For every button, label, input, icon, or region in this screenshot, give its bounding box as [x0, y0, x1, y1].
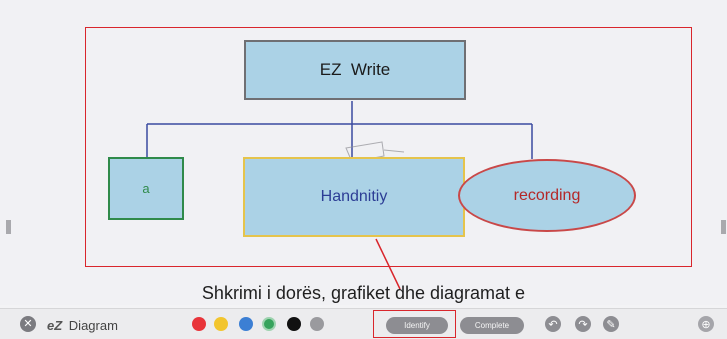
top-node[interactable]: EZ Write [244, 40, 466, 100]
drawing-canvas[interactable]: EZ Write a Handnitiy recording Shkrimi i… [0, 0, 727, 305]
color-yellow[interactable] [214, 317, 228, 331]
bottom-toolbar: ✕ eZ Diagram Identify Complete ↶ ↷ ✎ ⊕ [0, 308, 727, 339]
left-scroll-handle[interactable] [6, 220, 11, 234]
oval-node-label: recording [513, 186, 581, 204]
middle-node[interactable]: Handnitiy [243, 157, 465, 237]
complete-button[interactable]: Complete [460, 317, 524, 334]
right-scroll-handle[interactable] [721, 220, 726, 234]
subtitle-caption: Shkrimi i dorës, grafiket dhe diagramat … [201, 283, 526, 303]
redo-icon[interactable]: ↷ [575, 316, 591, 332]
color-gray[interactable] [310, 317, 324, 331]
oval-node[interactable]: recording [458, 159, 636, 232]
left-node[interactable]: a [108, 157, 184, 220]
globe-icon[interactable]: ⊕ [698, 316, 714, 332]
color-red[interactable] [192, 317, 206, 331]
color-blue[interactable] [239, 317, 253, 331]
annotation-pointer [375, 238, 401, 290]
top-node-label: EZ Write [319, 60, 391, 79]
app-name-label: Diagram [68, 318, 118, 333]
color-black[interactable] [287, 317, 301, 331]
left-node-label: a [142, 181, 150, 196]
middle-node-label: Handnitiy [320, 188, 388, 205]
close-icon[interactable]: ✕ [20, 316, 36, 332]
identify-button[interactable]: Identify [386, 317, 448, 334]
ez-logo: eZ [47, 318, 63, 333]
eraser-icon[interactable]: ✎ [603, 316, 619, 332]
identify-highlight-frame [373, 310, 456, 338]
undo-icon[interactable]: ↶ [545, 316, 561, 332]
color-green[interactable] [262, 317, 276, 331]
app-title: eZ Diagram [47, 318, 118, 333]
